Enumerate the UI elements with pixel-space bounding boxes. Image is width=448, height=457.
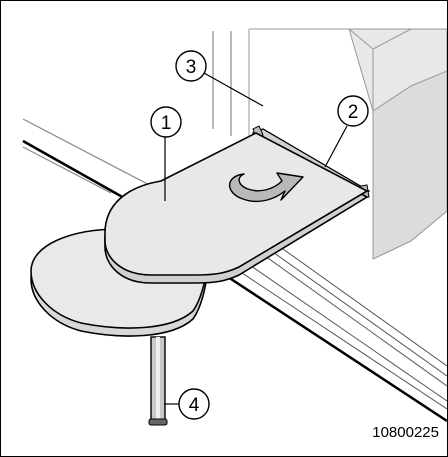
callout-2: 2: [337, 95, 369, 127]
leader-lines: [164, 72, 348, 405]
pull-out-board: [104, 132, 369, 284]
callout-3-label: 3: [186, 57, 197, 78]
floor-edge-line: [22, 139, 127, 201]
callout-1: 1: [150, 106, 182, 138]
callout-4-label: 4: [189, 395, 200, 416]
floor-lines: [22, 31, 232, 194]
reference-number: 10800225: [372, 424, 439, 441]
callout-4: 4: [178, 388, 210, 420]
callout-1-label: 1: [161, 113, 172, 134]
floor-edge-line-right: [195, 254, 447, 423]
cabinet: [248, 28, 447, 260]
callout-3: 3: [175, 50, 207, 82]
table-leg: [148, 336, 168, 426]
callout-2-label: 2: [348, 102, 359, 123]
rotation-arrow-icon: [228, 172, 304, 203]
floor-rails: [232, 243, 447, 410]
